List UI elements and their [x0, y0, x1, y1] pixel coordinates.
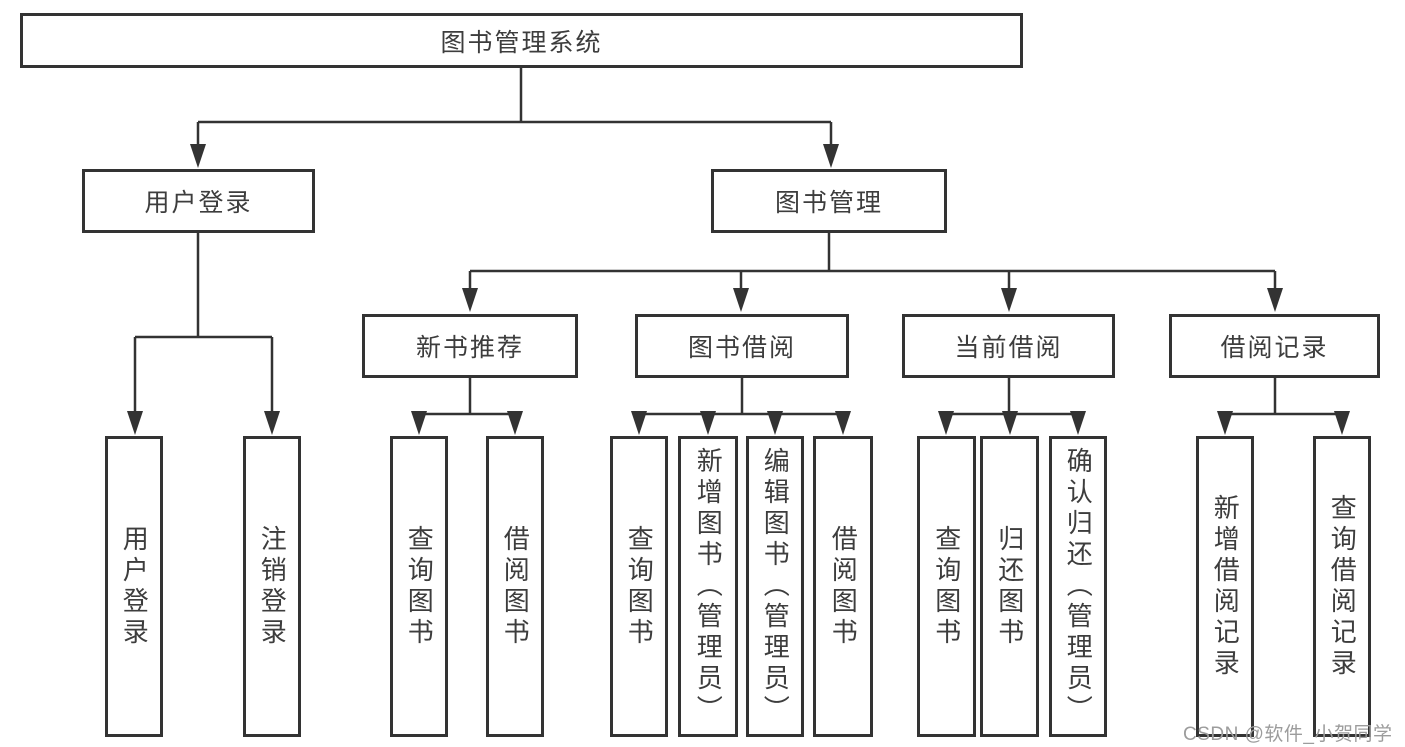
node-label: 查询借阅记录 — [1327, 493, 1358, 680]
node-system-root: 图书管理系统 — [20, 13, 1023, 68]
leaf-user-login: 用户登录 — [105, 436, 163, 737]
csdn-watermark: CSDN @软件_小贺同学 — [1183, 724, 1393, 745]
node-label: 用户登录 — [119, 524, 150, 649]
node-label: 新增借阅记录 — [1210, 493, 1241, 680]
node-label: 借阅图书 — [828, 524, 859, 649]
node-borrow-records: 借阅记录 — [1169, 314, 1380, 378]
leaf-borrow-book: 借阅图书 — [813, 436, 873, 737]
node-label: 查询图书 — [931, 524, 962, 649]
node-label: 确认归还（管理员） — [1063, 447, 1094, 726]
leaf-query-borrow-record: 查询借阅记录 — [1313, 436, 1371, 737]
node-label: 新增图书（管理员） — [693, 447, 724, 726]
node-label: 查询图书 — [404, 524, 435, 649]
node-book-borrow: 图书借阅 — [635, 314, 849, 378]
node-label: 编辑图书（管理员） — [760, 447, 791, 726]
node-label: 归还图书 — [994, 524, 1025, 649]
leaf-borrow-query-book: 查询图书 — [610, 436, 668, 737]
leaf-add-borrow-record: 新增借阅记录 — [1196, 436, 1254, 737]
leaf-add-book-admin: 新增图书（管理员） — [678, 436, 738, 737]
arrowheads — [127, 144, 1350, 435]
node-user-login: 用户登录 — [82, 169, 315, 233]
node-new-book-recommend: 新书推荐 — [362, 314, 578, 378]
node-label: 注销登录 — [257, 524, 288, 649]
node-label: 借阅图书 — [500, 524, 531, 649]
leaf-logout: 注销登录 — [243, 436, 301, 737]
node-book-management: 图书管理 — [711, 169, 947, 233]
leaf-current-query-book: 查询图书 — [917, 436, 976, 737]
leaf-edit-book-admin: 编辑图书（管理员） — [746, 436, 804, 737]
node-current-borrow: 当前借阅 — [902, 314, 1115, 378]
leaf-return-book: 归还图书 — [980, 436, 1039, 737]
leaf-recommend-borrow-book: 借阅图书 — [486, 436, 544, 737]
node-label: 用户登录 — [144, 189, 253, 217]
node-label: 查询图书 — [624, 524, 655, 649]
node-label: 新书推荐 — [415, 334, 524, 362]
node-label: 图书借阅 — [687, 334, 796, 362]
node-label: 图书管理 — [774, 189, 883, 217]
leaf-recommend-query-book: 查询图书 — [390, 436, 448, 737]
node-label: 借阅记录 — [1220, 334, 1329, 362]
node-label: 当前借阅 — [954, 334, 1063, 362]
leaf-confirm-return-admin: 确认归还（管理员） — [1049, 436, 1107, 737]
node-label: 图书管理系统 — [440, 28, 603, 57]
